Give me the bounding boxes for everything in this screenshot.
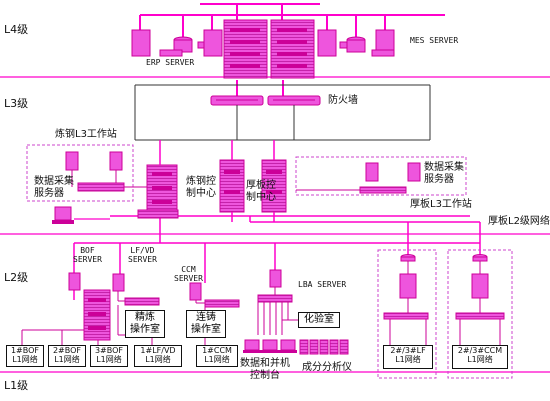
steel-control-rack [146, 164, 178, 216]
console-pcs [243, 339, 297, 353]
l1-box-23lf: 2#/3#LF L1网络 [383, 345, 433, 369]
ccm-server-label: CCM SERVER [174, 265, 203, 284]
erp-server-label: ERP SERVER [146, 58, 195, 67]
l1-box-3bof: 3#BOF L1网络 [90, 345, 128, 367]
l1-box-1ccm: 1#CCM L1网络 [196, 345, 238, 367]
lab-fanout [257, 302, 340, 335]
plate-l3-workstation-group [295, 156, 467, 196]
firewall-a [210, 95, 264, 106]
plate-control-rack-a [219, 159, 245, 213]
steel-l3-workstation-label: 炼钢L3工作站 [55, 129, 117, 140]
lf-23-group [377, 249, 437, 379]
level-label-l1: L1级 [4, 379, 29, 392]
l4-core-switch-b [270, 19, 315, 79]
plate-data-server-label: 数据采集 服务器 [424, 162, 464, 185]
lab-box: 化验室 [298, 312, 340, 328]
console-label: 数据和并机 控制台 [240, 358, 290, 381]
l3-backbone [134, 84, 431, 141]
analyzer-label: 成分分析仪 [302, 362, 352, 373]
plate-control-rack-b [261, 159, 287, 213]
firewall-label: 防火墙 [328, 95, 358, 106]
lfvd-server-label: LF/VD SERVER [128, 246, 157, 265]
level-separators [0, 76, 550, 373]
erp-server-group [131, 29, 223, 57]
mes-server-group [317, 29, 395, 57]
l1-box-1bof: 1#BOF L1网络 [6, 345, 44, 367]
plate-control-center-label: 厚板控 制中心 [246, 180, 276, 203]
bof-server-icon [68, 272, 81, 291]
firewall-b [267, 95, 321, 106]
level-label-l3: L3级 [4, 97, 29, 110]
ccm-23-group [447, 249, 513, 379]
lfvd-server-icon [112, 273, 160, 306]
plate-l3-workstation-label: 厚板L3工作站 [410, 199, 472, 210]
steel-control-center-label: 炼钢控 制中心 [186, 176, 216, 199]
mes-server-label: MES SERVER [410, 36, 459, 45]
analyzer-racks [299, 339, 349, 355]
l1-links [21, 305, 206, 345]
bof-rack [83, 289, 111, 341]
lba-server-label: LBA SERVER [298, 280, 347, 289]
bof-server-label: BOF SERVER [73, 246, 102, 265]
l4-core-switch-a [223, 19, 268, 79]
level-label-l2: L2级 [4, 271, 29, 284]
level-label-l4: L4级 [4, 23, 29, 36]
plate-l2-network-label: 厚板L2级网络 [488, 216, 550, 227]
l1-box-23ccm: 2#/3#CCM L1网络 [452, 345, 508, 369]
caster-room-box: 连铸 操作室 [186, 310, 226, 338]
l3-main-switch [137, 209, 179, 219]
lba-server-icon [257, 269, 293, 303]
l1-box-2bof: 2#BOF L1网络 [48, 345, 86, 367]
refining-room-box: 精炼 操作室 [125, 310, 165, 338]
ccm-server-icon [189, 282, 240, 308]
l3-workstation-pc [52, 206, 110, 224]
l4-backbone [139, 3, 445, 96]
steel-data-server-label: 数据采集 服务器 [34, 176, 74, 199]
l1-box-1lfvd: 1#LF/VD L1网络 [134, 345, 182, 367]
steel-l3-workstation-group [26, 144, 147, 202]
